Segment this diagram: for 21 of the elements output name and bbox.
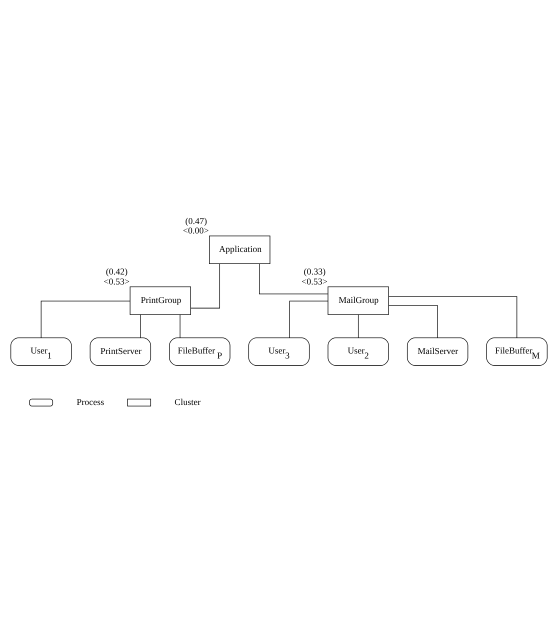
connector <box>140 314 141 338</box>
node-label: <0.53> <box>104 276 130 286</box>
connector <box>388 304 438 338</box>
connector <box>358 314 359 338</box>
connector <box>259 262 328 294</box>
node-box: MailServer <box>406 336 468 366</box>
node-box: Application <box>209 235 270 264</box>
node-box: MailGroup <box>328 286 389 314</box>
node-box: PrintGroup <box>130 286 191 314</box>
node-label: (0.42) <box>106 266 128 276</box>
node-label: (0.47) <box>185 215 207 226</box>
node-label: <0.53> <box>302 276 328 286</box>
connector <box>289 300 328 338</box>
connector <box>40 300 130 338</box>
legend-label: Cluster <box>174 396 201 406</box>
node-box: PrintServer <box>90 336 152 366</box>
connector <box>388 296 518 338</box>
connector <box>190 263 220 308</box>
legend-label: Process <box>76 396 104 406</box>
node-label: <0.00> <box>182 224 209 235</box>
node-label: (0.33) <box>304 266 326 276</box>
